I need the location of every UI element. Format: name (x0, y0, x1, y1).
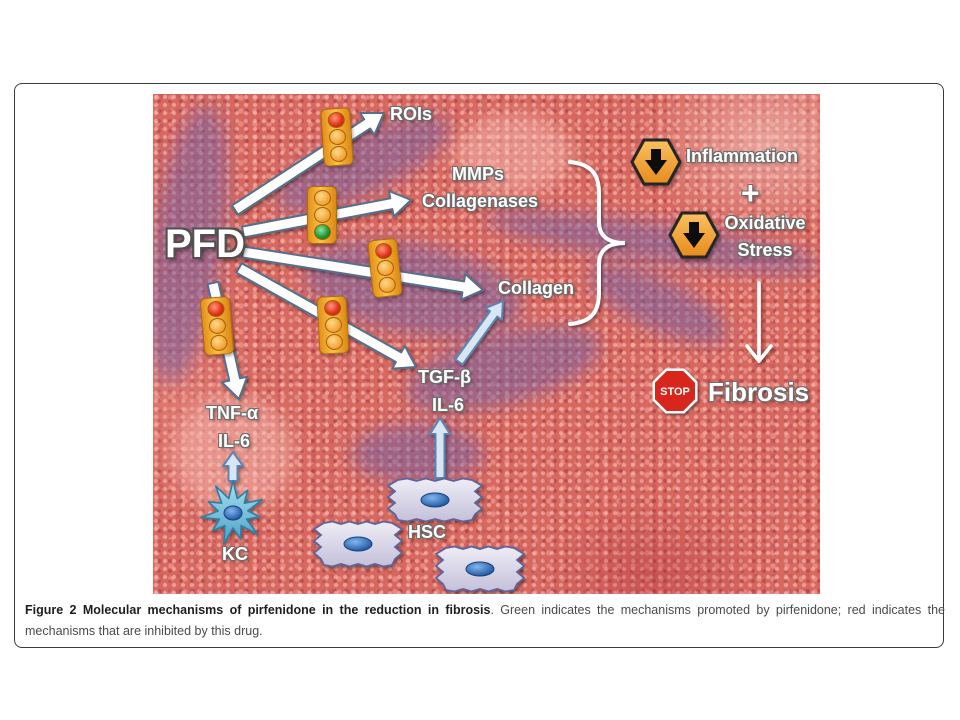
traffic-light-icon (367, 237, 403, 299)
traffic-light-lamp (325, 333, 344, 351)
cells-layer (200, 477, 526, 593)
arrow-pfd-to-collagen (241, 245, 484, 301)
drug-label: PFD (165, 222, 245, 266)
traffic-light-lamp (328, 128, 347, 146)
down-arrow-hexagon-icon (630, 138, 682, 186)
traffic-light-lamp (377, 276, 397, 294)
stop-sign-label: STOP (660, 386, 690, 398)
kc-cell-icon (200, 480, 263, 545)
traffic-light-lamp (314, 224, 331, 240)
traffic-light-lamp (208, 317, 227, 335)
figure-title: Molecular mechanisms of pirfenidone in t… (82, 603, 491, 617)
plus-sign: + (741, 175, 760, 211)
traffic-light-icon (199, 295, 235, 357)
fibrosis-label: Fibrosis (708, 377, 810, 407)
traffic-light-lamp (209, 334, 229, 352)
traffic-light-lamp (314, 207, 331, 223)
arrow-kc-to-il6 (222, 451, 244, 482)
cell-nucleus (343, 536, 373, 552)
cell-nucleus (465, 561, 495, 577)
traffic-light-lamp (374, 242, 394, 260)
traffic-light-lamp (327, 111, 346, 129)
hsc-label: HSC (408, 522, 447, 542)
hsc-cell-icon (434, 545, 526, 593)
hsc-cell-icon (312, 520, 404, 568)
figure-frame (14, 83, 944, 648)
arrow-tgf-to-collagen (454, 300, 504, 366)
hsc-cell-icon (386, 477, 484, 523)
tnf-alpha-label: TNF-α (206, 403, 259, 423)
il6-kc-label: IL-6 (218, 431, 251, 451)
il6-hsc-label: IL-6 (432, 395, 465, 415)
cell-nucleus (223, 505, 243, 521)
stain-region (453, 114, 573, 194)
traffic-light-lamp (329, 145, 348, 163)
mmps-label: MMPs (452, 164, 505, 184)
rois-label: ROIs (390, 104, 433, 124)
collagenases-label: Collagenases (422, 191, 539, 211)
caption-text: . Green indicates the mechanisms promote… (25, 603, 945, 638)
tgf-beta-label: TGF-β (418, 367, 471, 387)
traffic-light-lamp (376, 259, 395, 277)
traffic-light-lamp (324, 316, 343, 334)
down-arrow-hexagon-icon (668, 211, 720, 259)
arrow-hsc-to-il6 (429, 417, 451, 479)
stop-sign-icon: STOP (652, 368, 698, 414)
inflammation-label: Inflammation (686, 146, 799, 166)
figure-caption: Figure 2 Molecular mechanisms of pirfeni… (25, 600, 945, 642)
histology-image: STOP PFD ROIs MMPs Collagenases Collagen… (153, 94, 820, 594)
traffic-light-lamp (314, 190, 331, 206)
cell-nucleus (420, 492, 450, 508)
traffic-light-icon (320, 107, 354, 167)
fibrosis-arrow (745, 281, 773, 363)
collagen-label: Collagen (498, 278, 575, 298)
traffic-light-icon (307, 186, 337, 244)
traffic-light-icon (316, 295, 350, 355)
stain-region (353, 424, 483, 484)
oxidative-stress-label: Oxidative Stress (724, 213, 806, 260)
traffic-light-lamp (206, 300, 226, 318)
figure-label: Figure 2 (25, 603, 77, 617)
brace-icon (568, 160, 626, 326)
traffic-light-lamp (323, 299, 342, 317)
kc-label: KC (222, 544, 248, 564)
